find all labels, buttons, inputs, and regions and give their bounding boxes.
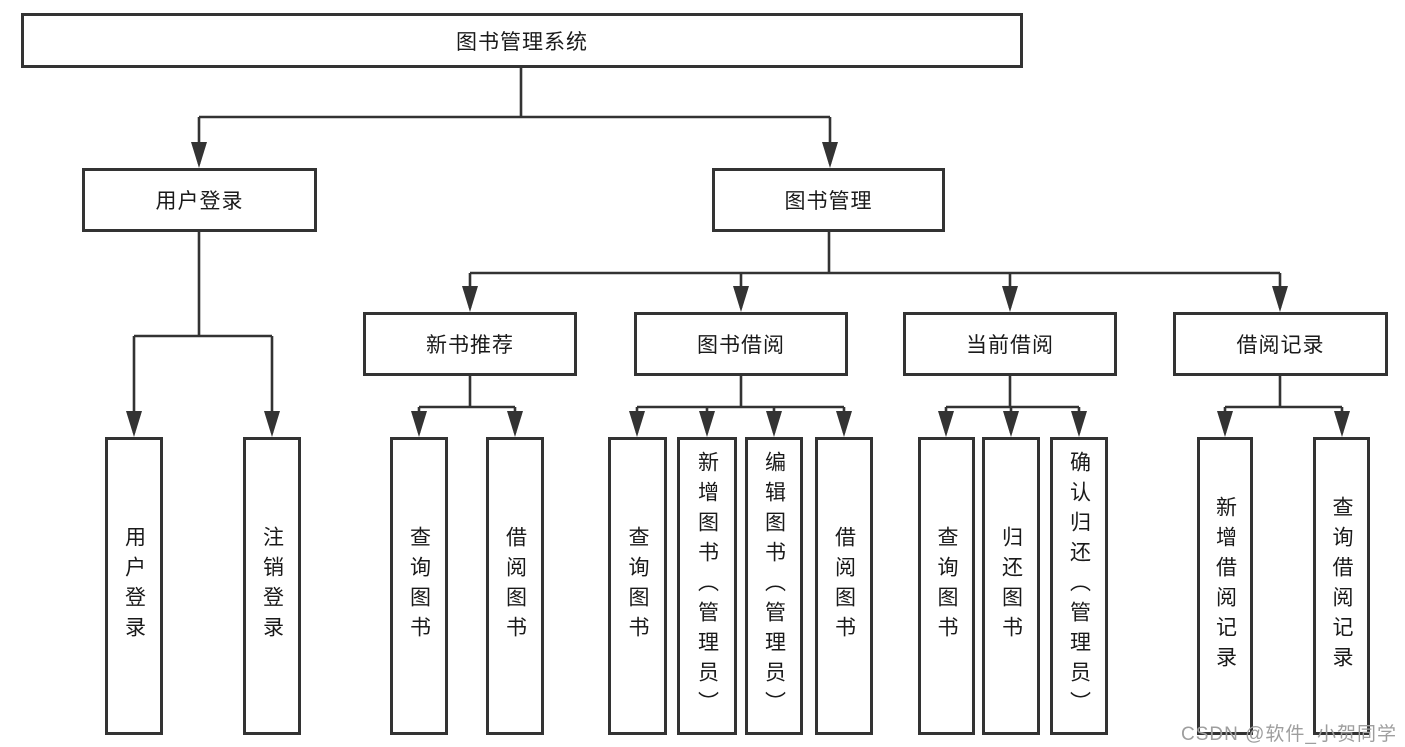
connector-book-management-children	[462, 232, 1288, 312]
arrow-down-icon	[264, 411, 280, 437]
connector-borrow-record-children	[1217, 376, 1350, 437]
node-label: 新书推荐	[426, 334, 514, 357]
leaf-label: 借阅图书	[503, 526, 527, 646]
arrow-down-icon	[462, 286, 478, 312]
node-current-borrow: 当前借阅	[903, 312, 1117, 376]
arrow-down-icon	[766, 411, 782, 437]
node-new-book-recommend: 新书推荐	[363, 312, 577, 376]
leaf-add-books-admin: 新增图书（管理员）	[677, 437, 737, 735]
node-label: 图书借阅	[697, 334, 785, 357]
leaf-label: 注销登录	[260, 526, 284, 646]
leaf-query-borrow-record: 查询借阅记录	[1313, 437, 1370, 735]
leaf-label: 查询借阅记录	[1330, 496, 1353, 676]
leaf-query-books-current: 查询图书	[918, 437, 975, 735]
node-root-system: 图书管理系统	[21, 13, 1023, 68]
leaf-label: 查询图书	[407, 526, 431, 646]
leaf-logout: 注销登录	[243, 437, 301, 735]
node-label: 当前借阅	[966, 334, 1054, 357]
arrow-down-icon	[1334, 411, 1350, 437]
node-label: 借阅记录	[1236, 334, 1325, 357]
leaf-user-login: 用户登录	[105, 437, 163, 735]
csdn-watermark: CSDN @软件_小贺同学	[1181, 724, 1397, 745]
connector-user-login-children	[126, 232, 280, 437]
leaf-label: 编辑图书（管理员）	[762, 451, 786, 721]
node-label: 用户登录	[155, 190, 244, 213]
arrow-down-icon	[411, 411, 427, 437]
leaf-label: 新增图书（管理员）	[695, 451, 719, 721]
connector-new-book-children	[411, 376, 523, 437]
arrow-down-icon	[629, 411, 645, 437]
node-label: 图书管理系统	[456, 30, 588, 54]
arrow-down-icon	[822, 142, 838, 168]
leaf-edit-books-admin: 编辑图书（管理员）	[745, 437, 803, 735]
node-label: 图书管理	[784, 190, 873, 213]
arrow-down-icon	[836, 411, 852, 437]
arrow-down-icon	[1003, 411, 1019, 437]
leaf-confirm-return-admin: 确认归还（管理员）	[1050, 437, 1108, 735]
leaf-label: 新增借阅记录	[1213, 496, 1237, 676]
arrow-down-icon	[1002, 286, 1018, 312]
node-borrow-records: 借阅记录	[1173, 312, 1388, 376]
arrow-down-icon	[1217, 411, 1233, 437]
arrow-down-icon	[1071, 411, 1087, 437]
leaf-label: 借阅图书	[832, 526, 856, 646]
node-user-login: 用户登录	[82, 168, 317, 232]
leaf-return-books: 归还图书	[982, 437, 1040, 735]
arrow-down-icon	[507, 411, 523, 437]
leaf-label: 归还图书	[999, 526, 1023, 646]
node-book-borrow: 图书借阅	[634, 312, 848, 376]
connector-current-borrow-children	[938, 376, 1087, 437]
leaf-label: 用户登录	[122, 526, 146, 646]
leaf-borrow-books: 借阅图书	[815, 437, 873, 735]
leaf-label: 查询图书	[935, 526, 958, 646]
node-book-management: 图书管理	[712, 168, 945, 232]
connector-root-to-level2	[191, 68, 838, 168]
arrow-down-icon	[699, 411, 715, 437]
arrow-down-icon	[191, 142, 207, 168]
leaf-query-books-borrow: 查询图书	[608, 437, 667, 735]
leaf-query-books-recommend: 查询图书	[390, 437, 448, 735]
arrow-down-icon	[126, 411, 142, 437]
leaf-label: 确认归还（管理员）	[1067, 451, 1091, 721]
arrow-down-icon	[733, 286, 749, 312]
leaf-borrow-books-recommend: 借阅图书	[486, 437, 544, 735]
arrow-down-icon	[1272, 286, 1288, 312]
leaf-label: 查询图书	[626, 526, 649, 646]
leaf-add-borrow-record: 新增借阅记录	[1197, 437, 1253, 735]
arrow-down-icon	[938, 411, 954, 437]
connector-book-borrow-children	[629, 376, 852, 437]
